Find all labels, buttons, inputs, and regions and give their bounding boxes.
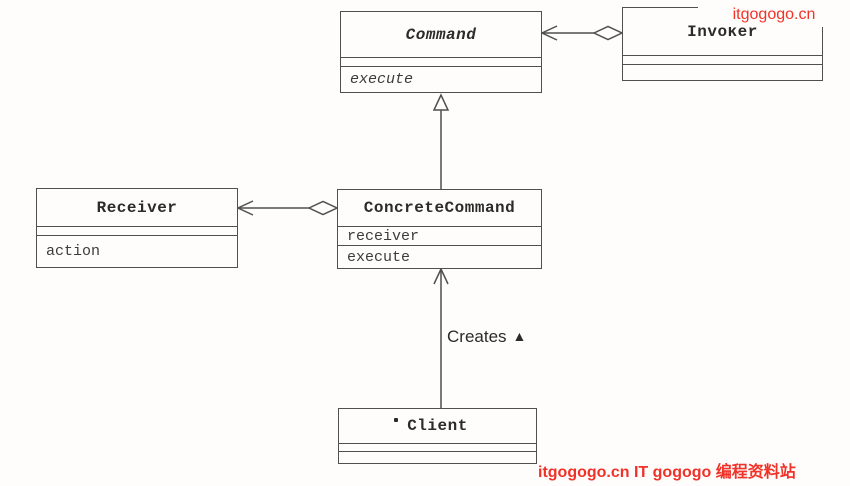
attributes-compartment-invoker	[623, 55, 822, 64]
aggregation-arrow-concretecommand-receiver	[236, 200, 339, 216]
class-name-client-label: Client	[407, 417, 468, 435]
attributes-compartment-command	[341, 57, 541, 66]
attribute-concretecommand-receiver: receiver	[338, 226, 541, 245]
methods-compartment-client	[339, 451, 536, 463]
class-box-client: Client	[338, 408, 537, 464]
up-triangle-icon: ▲	[512, 328, 527, 344]
methods-compartment-invoker	[623, 64, 822, 80]
method-command-execute: execute	[341, 66, 541, 92]
attributes-compartment-client	[339, 443, 536, 451]
class-box-command: Command execute	[340, 11, 542, 93]
creates-annotation: Creates ▲	[447, 327, 526, 347]
class-name-client: Client	[339, 409, 536, 443]
creates-annotation-text: Creates	[447, 327, 507, 346]
class-name-invoker: Invoker	[687, 22, 758, 41]
attributes-compartment-receiver	[37, 226, 237, 235]
inheritance-arrow-concretecommand-command	[432, 93, 450, 189]
method-concretecommand-execute: execute	[338, 245, 541, 268]
aggregation-arrow-invoker-command	[540, 25, 624, 41]
class-box-receiver: Receiver action	[36, 188, 238, 268]
scan-dot-artifact	[394, 418, 398, 422]
class-box-concretecommand: ConcreteCommand receiver execute	[337, 189, 542, 269]
class-name-command: Command	[405, 25, 477, 44]
watermark-bottom-text: itgogogo.cn IT gogogo 编程资料站	[538, 459, 850, 486]
method-receiver-action: action	[37, 235, 237, 267]
watermark-top-text: itgogogo.cn	[698, 0, 850, 27]
creates-arrow-client-concretecommand	[433, 267, 449, 408]
class-name-concretecommand: ConcreteCommand	[363, 199, 516, 217]
class-name-receiver: Receiver	[96, 198, 178, 217]
